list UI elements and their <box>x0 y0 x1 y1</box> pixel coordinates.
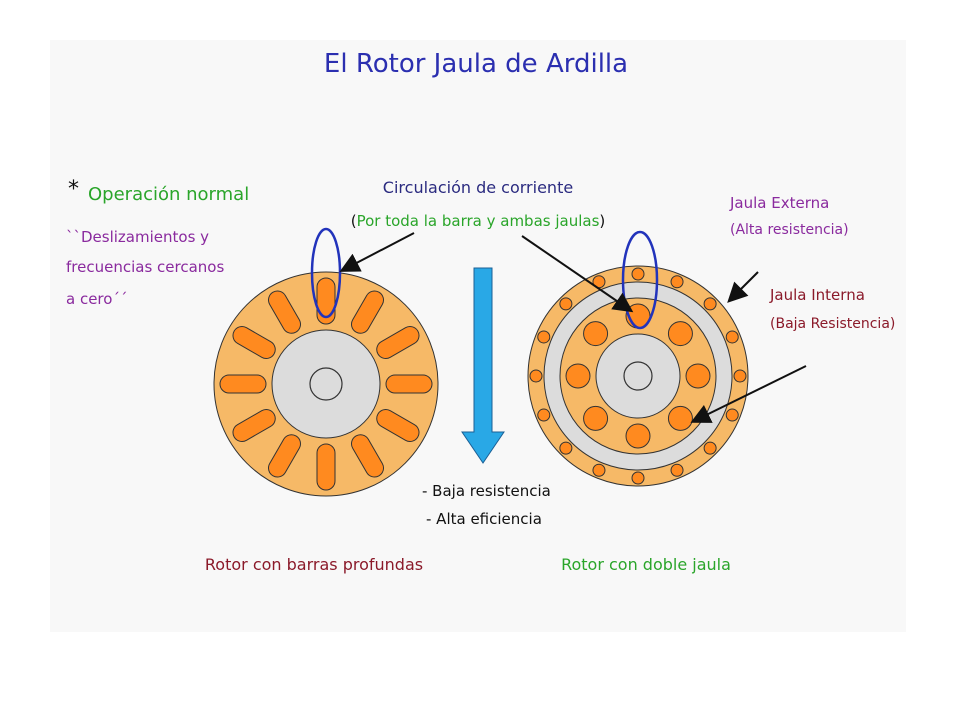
pointer-arrow <box>690 365 807 423</box>
current-heading: Circulación de corriente <box>383 178 573 197</box>
outer-cage-bar <box>725 330 739 344</box>
page-title: El Rotor Jaula de Ardilla <box>324 49 628 79</box>
outer-cage-bar <box>670 463 684 477</box>
asterisk-marker: * <box>68 177 79 202</box>
outer-cage-bar <box>529 369 543 383</box>
deep-rotor-bar <box>316 277 336 325</box>
outer-cage-sub: (Alta resistencia) <box>730 222 849 238</box>
inner-cage-bar <box>583 405 609 431</box>
deep-rotor-bar <box>376 326 420 359</box>
inner-cage-bar <box>685 363 711 389</box>
benefit-item: - Alta eficiencia <box>426 510 542 528</box>
pointer-arrow <box>727 271 759 303</box>
deep-rotor-bar <box>351 434 384 478</box>
outer-cage-bar <box>631 471 645 485</box>
deep-bar-rotor <box>213 271 439 497</box>
deep-rotor-bar <box>376 409 420 442</box>
deep-rotor-bar <box>268 434 301 478</box>
inner-cage-bars <box>565 303 711 449</box>
outer-cage-bar <box>703 441 717 455</box>
outer-cage-bar <box>559 297 573 311</box>
highlight-ellipse-right <box>621 230 659 330</box>
inner-cage-label: Jaula Interna <box>769 286 865 304</box>
outer-cage-bar <box>631 267 645 281</box>
outer-cage-bar <box>592 463 606 477</box>
deep-rotor-bar <box>316 443 336 491</box>
benefit-item: - Baja resistencia <box>422 482 551 500</box>
inner-cage-bar <box>565 363 591 389</box>
double-cage-rotor <box>527 265 749 487</box>
rotor-shaft <box>309 367 343 401</box>
outer-cage-bar <box>725 408 739 422</box>
deep-rotor-bar <box>385 374 433 394</box>
outer-cage-bars <box>529 267 747 485</box>
pointer-arrow <box>521 235 634 313</box>
outer-cage-bar <box>537 330 551 344</box>
deep-rotor-bar <box>351 290 384 334</box>
operation-note: ``Deslizamientos y <box>66 228 209 246</box>
outer-cage-bar <box>703 297 717 311</box>
inner-cage-bar <box>667 405 693 431</box>
rotor-shaft <box>623 361 653 391</box>
inner-cage-bar <box>667 321 693 347</box>
inner-cage-sub: (Baja Resistencia) <box>770 316 895 332</box>
outer-cage-label: Jaula Externa <box>729 194 829 212</box>
operation-heading: Operación normal <box>88 184 249 205</box>
outer-cage-bar <box>733 369 747 383</box>
deep-rotor-bar <box>232 409 276 442</box>
outer-cage-bar <box>559 441 573 455</box>
operation-note: a cero´´ <box>66 290 127 308</box>
operation-note: frecuencias cercanos <box>66 258 224 276</box>
down-arrow <box>461 267 505 464</box>
outer-cage-bar <box>537 408 551 422</box>
current-detail: (Por toda la barra y ambas jaulas) <box>351 212 606 230</box>
deep-rotor-bar <box>268 290 301 334</box>
outer-cage-bar <box>670 275 684 289</box>
pointer-arrow <box>339 232 415 272</box>
rotor-bars <box>219 277 433 491</box>
inner-cage-bar <box>625 423 651 449</box>
caption-right: Rotor con doble jaula <box>561 555 731 574</box>
deep-rotor-bar <box>219 374 267 394</box>
caption-left: Rotor con barras profundas <box>205 555 423 574</box>
inner-cage-bar <box>583 321 609 347</box>
deep-rotor-bar <box>232 326 276 359</box>
highlight-ellipse-left <box>310 227 342 319</box>
